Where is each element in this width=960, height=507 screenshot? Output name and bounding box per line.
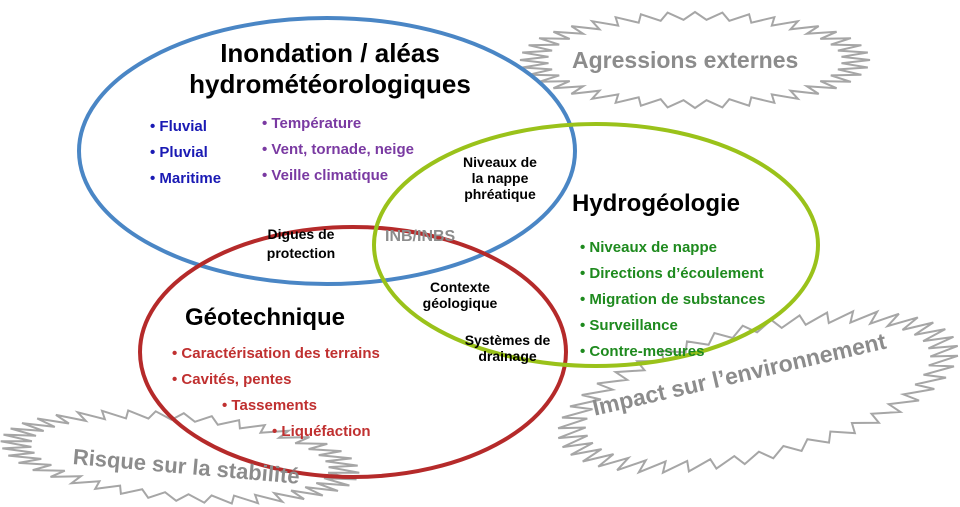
- text-line: Digues de: [267, 226, 335, 242]
- text-line: drainage: [478, 348, 537, 364]
- geotechnique-title: Géotechnique: [185, 304, 346, 331]
- text-line: la nappe: [471, 170, 529, 186]
- inondation-title: Inondation / aléas hydrométéorologiques: [180, 38, 480, 100]
- text-line: phréatique: [464, 186, 536, 202]
- list-item: Vent, tornade, neige: [262, 137, 414, 163]
- list-item: Directions d’écoulement: [580, 261, 765, 287]
- list-item: Niveaux de nappe: [580, 235, 765, 261]
- inondation-list-right: Température Vent, tornade, neige Veille …: [262, 111, 414, 189]
- burst-agressions-externes: [519, 10, 871, 110]
- burst-impact-environnement: [557, 309, 959, 475]
- inondation-list-left: Fluvial Pluvial Maritime: [150, 114, 221, 192]
- label-niveaux-nappe-phreatique: Niveaux de la nappe phréatique: [440, 154, 560, 202]
- list-item: Surveillance: [580, 313, 765, 339]
- text: Cavités, pentes: [181, 371, 292, 388]
- ellipse-hydrogeologie: [372, 122, 820, 368]
- list-item: Contre-mesures: [580, 339, 765, 365]
- text: Tassements: [231, 397, 318, 414]
- geotech-item-1: • Caractérisation des terrains: [172, 345, 380, 362]
- list-item: Maritime: [150, 166, 221, 192]
- label-inb-inbs: INB/INBS: [385, 228, 456, 245]
- geotech-item-2: • Cavités, pentes: [172, 371, 291, 388]
- label-digues-protection: Digues de protection: [246, 225, 356, 263]
- text-line: géologique: [422, 295, 498, 311]
- bullet: •: [222, 397, 232, 414]
- text-line: protection: [266, 245, 336, 261]
- bullet: •: [272, 423, 282, 440]
- bullet: •: [172, 371, 182, 388]
- burst-risque-stabilite: [0, 409, 360, 505]
- geotech-item-4: • Liquéfaction: [272, 423, 371, 440]
- inondation-title-line1: Inondation / aléas: [220, 38, 440, 68]
- label-contexte-geologique: Contexte géologique: [410, 279, 510, 311]
- list-item: Veille climatique: [262, 163, 414, 189]
- inondation-title-line2: hydrométéorologiques: [189, 69, 471, 99]
- list-item: Fluvial: [150, 114, 221, 140]
- ellipse-geotechnique: [138, 225, 568, 479]
- agressions-externes-text: Agressions externes: [572, 47, 799, 73]
- text: Liquéfaction: [281, 423, 371, 440]
- geotech-item-3: • Tassements: [222, 397, 317, 414]
- label-systemes-drainage: Systèmes de drainage: [450, 332, 565, 364]
- list-item: Migration de substances: [580, 287, 765, 313]
- text: Caractérisation des terrains: [181, 345, 380, 362]
- list-item: Pluvial: [150, 140, 221, 166]
- list-item: Température: [262, 111, 414, 137]
- text-line: Systèmes de: [464, 332, 551, 348]
- hydrogeologie-list: Niveaux de nappe Directions d’écoulement…: [580, 235, 765, 365]
- bullet: •: [172, 345, 182, 362]
- hydrogeologie-title: Hydrogéologie: [572, 190, 741, 217]
- text-line: Niveaux de: [463, 154, 537, 170]
- text-line: Contexte: [430, 279, 490, 295]
- ellipse-inondation: [77, 16, 577, 286]
